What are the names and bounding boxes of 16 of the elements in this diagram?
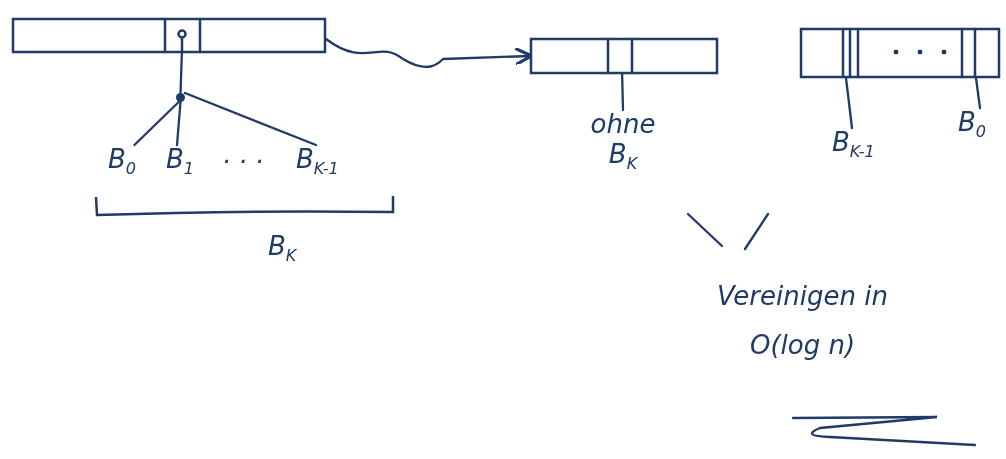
node-label: B$_{0}$ (958, 108, 988, 142)
tree-edge (133, 100, 180, 147)
node-label: B$_{0}$ (108, 145, 138, 179)
node-label: ohne B$_{K}$ (589, 110, 657, 174)
tree-label: B$_{K}$ (268, 232, 297, 266)
leader-line (974, 76, 982, 110)
tree-edge (179, 51, 183, 95)
leader-line (620, 72, 625, 112)
tree-edge (183, 91, 318, 147)
leader-line (844, 76, 854, 130)
node-label: B$_{K-1}$ (832, 128, 876, 162)
node-label: B$_{1}$ (166, 145, 196, 179)
node-label: B$_{K-1}$ (296, 145, 340, 179)
ellipsis-label: · · · (222, 148, 264, 178)
tree-edge (175, 100, 182, 147)
node-label: Vereinigen in O(log n) (716, 280, 889, 363)
